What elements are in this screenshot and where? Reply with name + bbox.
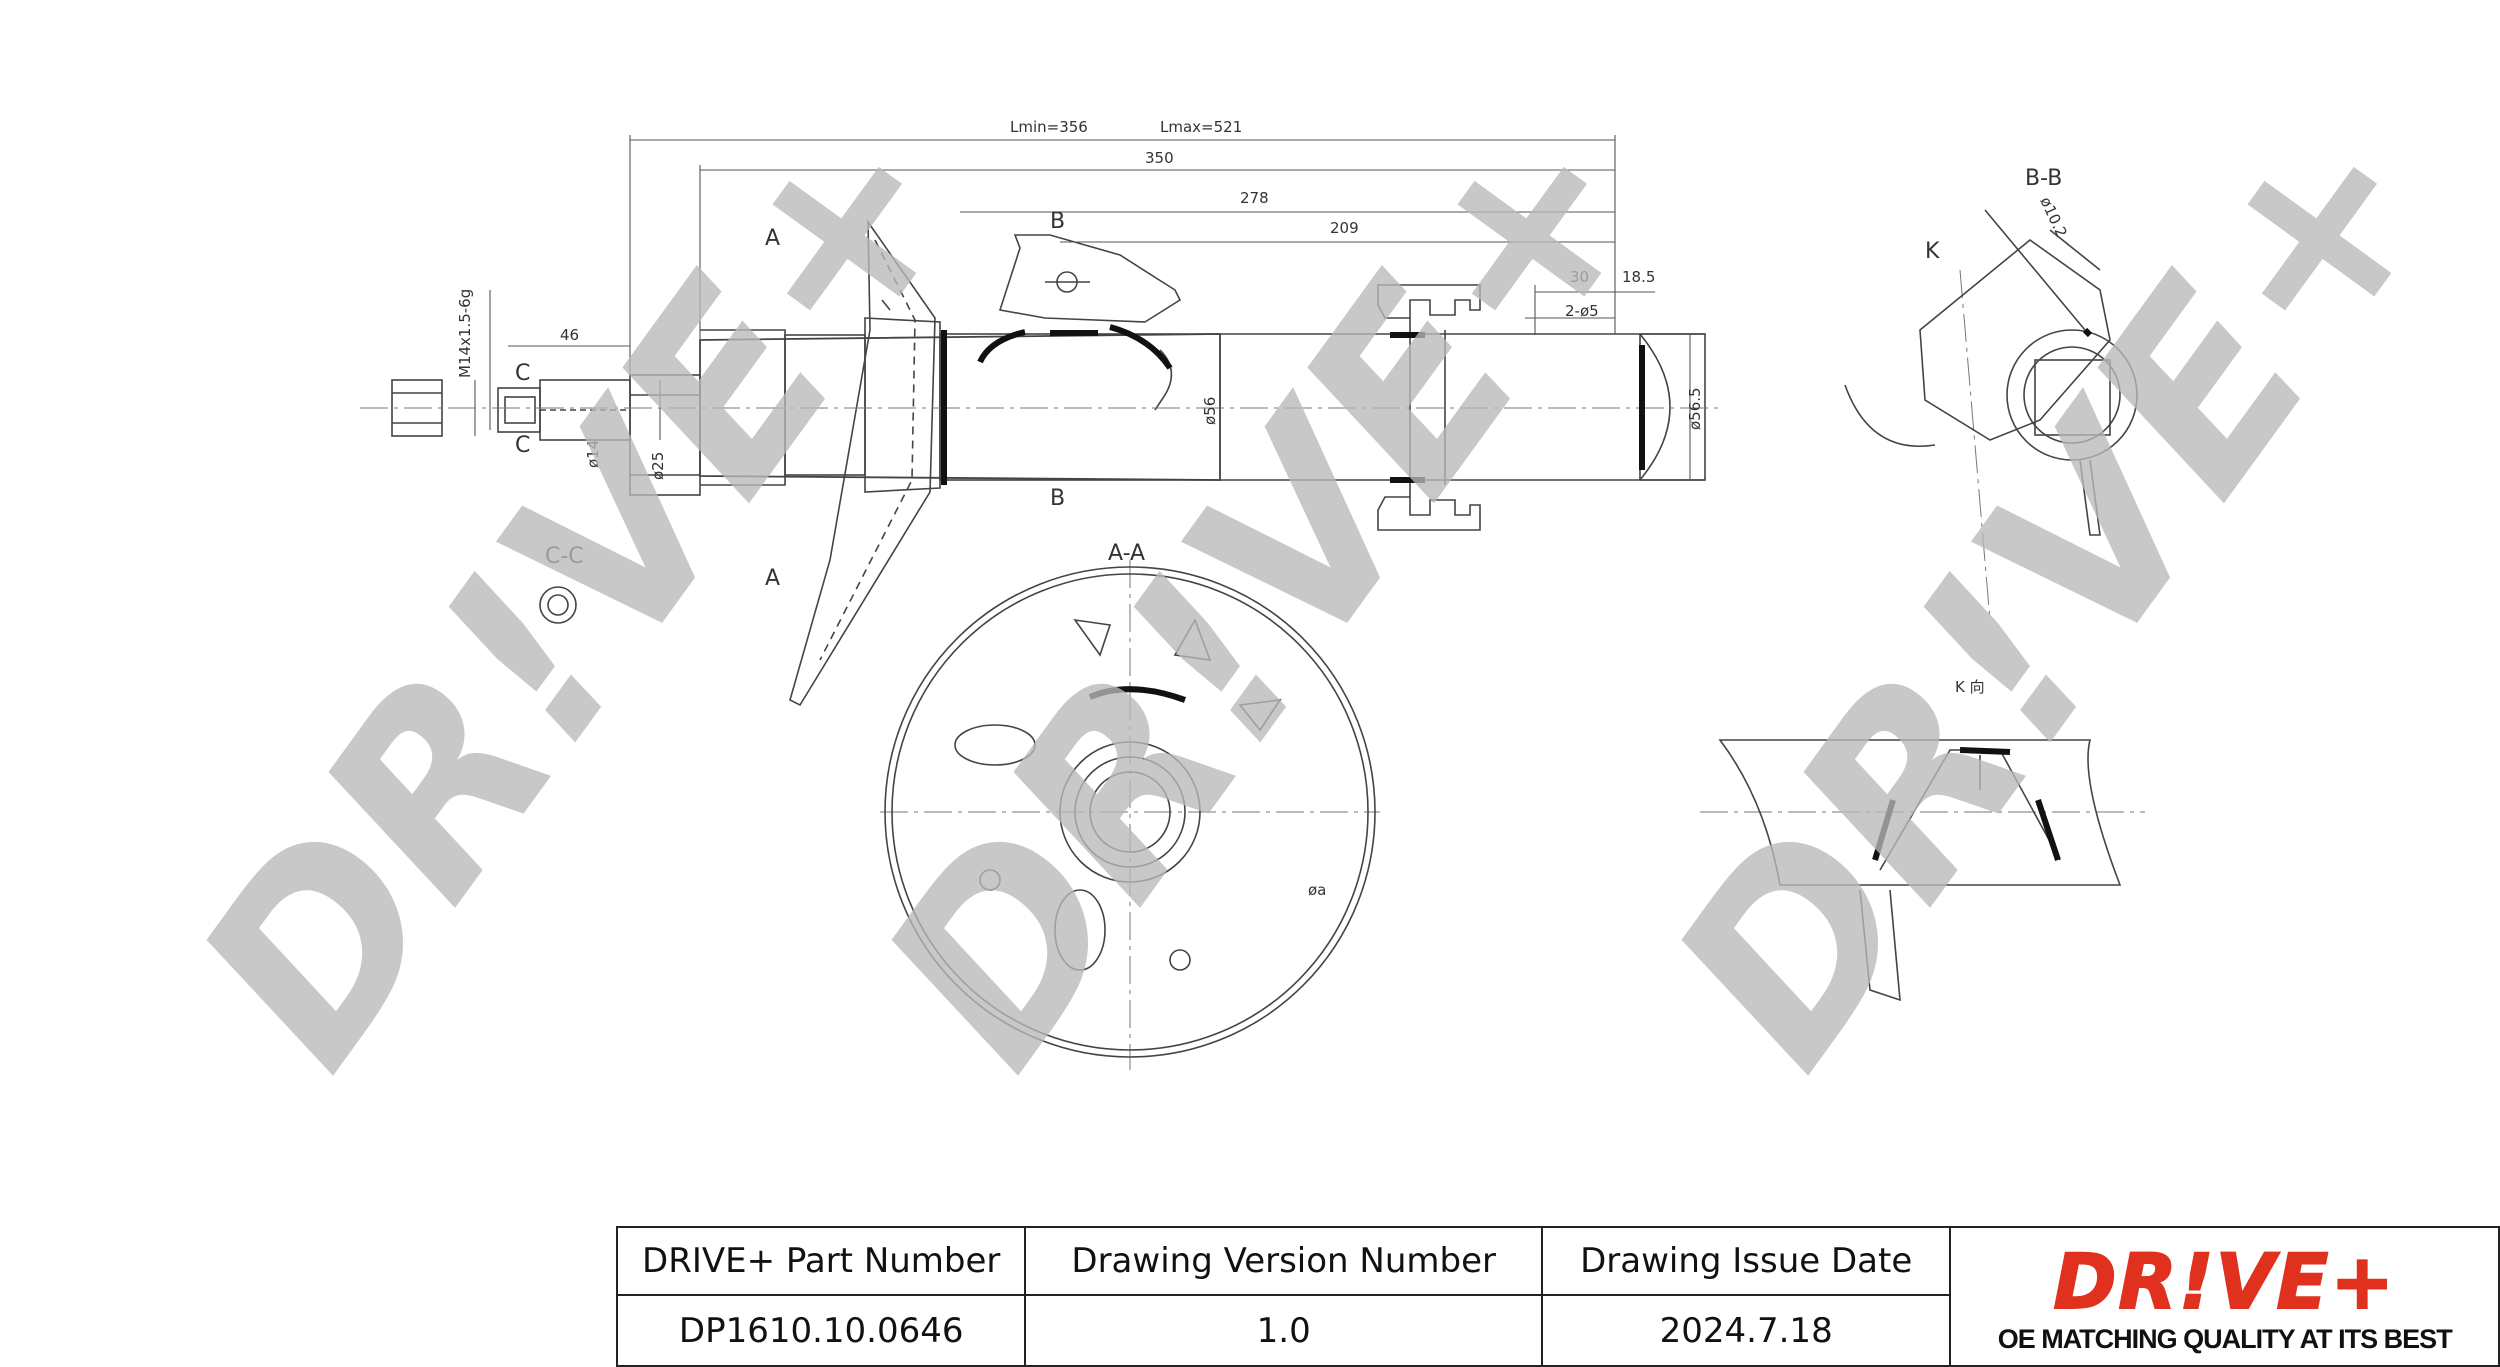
section-cc-title: C-C (545, 544, 584, 569)
section-aa-title: A-A (1108, 541, 1145, 566)
lmax-label: Lmax=521 (1160, 118, 1242, 136)
title-block: DRIVE+ Part Number Drawing Version Numbe… (615, 1226, 2500, 1367)
section-a-bottom-label: A (765, 566, 780, 591)
section-labels: A A B B C C A-A B-B C-C K K 向 (515, 166, 2062, 696)
dia-56-5-label: ø56.5 (1686, 387, 1704, 430)
dia-10-2-label: ø10.2 (2036, 194, 2070, 240)
section-c-bottom-label: C (515, 433, 530, 458)
dimension-lines (474, 135, 1691, 480)
dim-18-5-label: 18.5 (1622, 268, 1655, 286)
view-k-label: K (1925, 239, 1940, 264)
holes-label: 2-ø5 (1565, 302, 1599, 320)
section-c-top-label: C (515, 361, 530, 386)
thread-label: M14x1.5-6g (456, 289, 474, 378)
seal-marks (941, 324, 2093, 861)
centerlines (360, 269, 2145, 1070)
brand-logo: DR!VE+ OE MATCHING QUALITY AT ITS BEST (1949, 1226, 2500, 1367)
dia-a-label: øa (1308, 881, 1326, 899)
section-bb-title: B-B (2025, 166, 2062, 191)
version-value: 1.0 (1024, 1294, 1543, 1367)
dim-46-label: 46 (560, 326, 579, 344)
section-b-top-label: B (1050, 209, 1065, 234)
issue-date-value: 2024.7.18 (1540, 1294, 1952, 1367)
logo-wordmark: DR!VE+ (2052, 1236, 2397, 1326)
dimension-labels: Lmin=356 Lmax=521 350 278 209 46 30 18.5… (456, 118, 2071, 899)
dia-25-label: ø25 (649, 452, 667, 480)
spring-seat-bracket (789, 219, 936, 707)
dim-350-label: 350 (1145, 149, 1174, 167)
strut-assembly (391, 317, 1706, 496)
hose-bracket (998, 234, 1182, 411)
dia-56-label: ø56 (1201, 397, 1219, 425)
watermarks: DR!VE+ DR!VE+ DR!VE+ (142, 64, 2492, 1115)
section-c-c-view (539, 586, 577, 624)
section-b-bottom-label: B (1050, 486, 1065, 511)
version-header: Drawing Version Number (1024, 1226, 1543, 1296)
part-number-value: DP1610.10.0646 (615, 1294, 1027, 1367)
lmin-label: Lmin=356 (1010, 118, 1088, 136)
k-view-title: K 向 (1955, 678, 1985, 696)
section-b-b-view (1844, 209, 2138, 536)
issue-date-header: Drawing Issue Date (1540, 1226, 1952, 1296)
dim-30-label: 30 (1570, 268, 1589, 286)
dia-14-label: ø14 (584, 440, 602, 468)
dim-209-label: 209 (1330, 219, 1359, 237)
part-number-header: DRIVE+ Part Number (615, 1226, 1027, 1296)
section-a-top-label: A (765, 226, 780, 251)
dim-278-label: 278 (1240, 189, 1269, 207)
logo-tagline: OE MATCHING QUALITY AT ITS BEST (1997, 1323, 2453, 1354)
section-a-a-view (884, 566, 1376, 1058)
